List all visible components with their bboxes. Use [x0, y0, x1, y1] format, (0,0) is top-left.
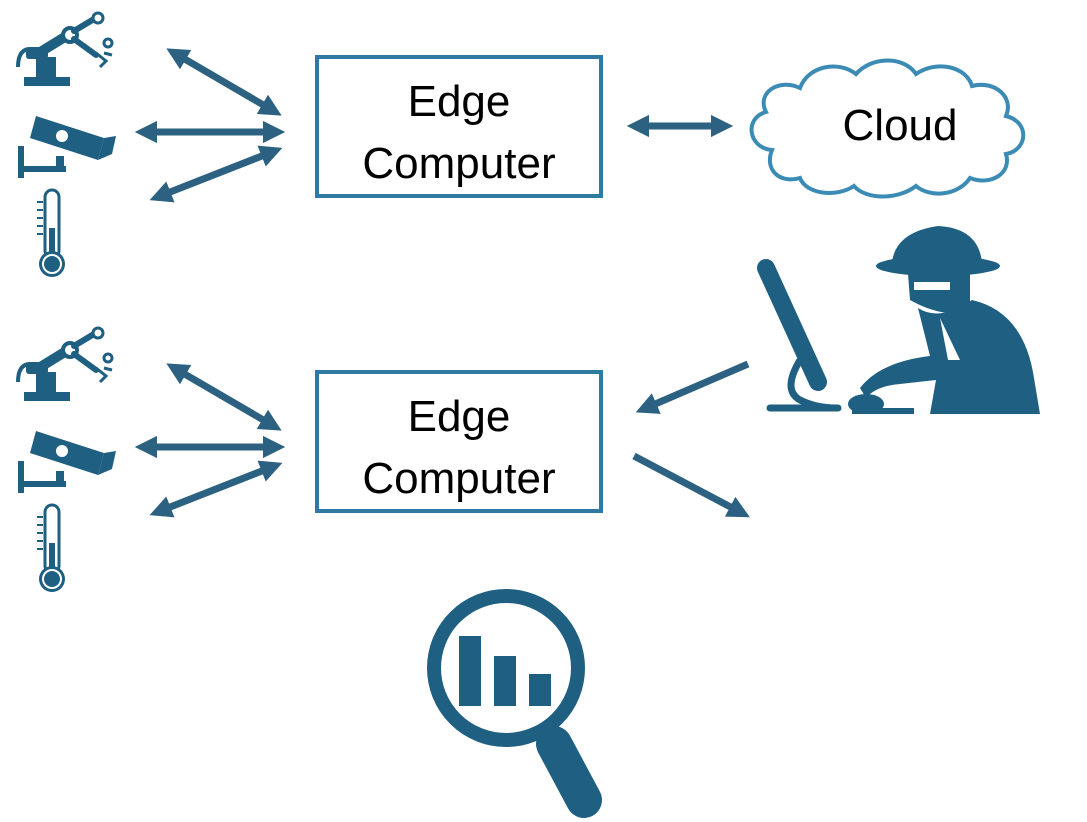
analytics-magnifier-icon	[427, 589, 602, 818]
device-link-arrows-bottom	[134, 363, 286, 518]
security-camera-icon	[18, 431, 116, 493]
edge-computer-box	[315, 55, 603, 198]
robot-arm-icon	[18, 328, 112, 401]
edge-computer-label-line2: Computer	[362, 139, 555, 188]
edge-computer-bottom: Edge Computer	[315, 370, 603, 513]
edge-computer-label-line1: Edge	[408, 77, 511, 126]
data-exfiltration-arrow	[632, 452, 750, 518]
robot-arm-icon	[18, 13, 112, 86]
edge-computer-label-line1: Edge	[408, 392, 511, 441]
thermometer-link-arrow	[149, 460, 283, 518]
thermometer-icon	[35, 503, 67, 594]
robot-link-arrow	[166, 363, 282, 431]
robot-link-arrow	[166, 48, 282, 116]
cloud-shape: Cloud	[749, 58, 1026, 199]
device-link-arrows-top	[134, 48, 286, 203]
cloud-label: Cloud	[843, 101, 958, 150]
security-camera-icon	[18, 116, 116, 178]
thermometer-link-arrow	[149, 145, 283, 203]
hacker-icon	[757, 226, 1040, 414]
thermometer-icon	[35, 188, 67, 279]
edge-computer-label-line2: Computer	[362, 454, 555, 503]
edge-computer-box	[315, 370, 603, 513]
attack-arrow-in	[635, 360, 750, 414]
edge-computer-top: Edge Computer	[315, 55, 603, 198]
